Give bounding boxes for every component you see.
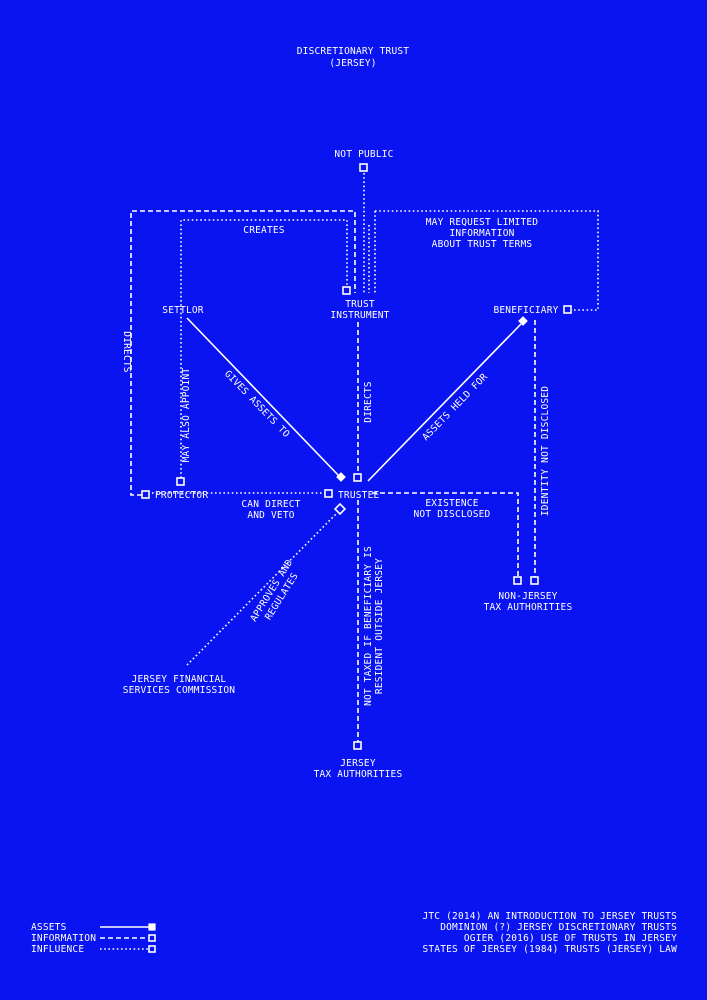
references: JTC (2014) AN INTRODUCTION TO JERSEY TRU… <box>422 911 677 955</box>
creates-label: CREATES <box>243 225 285 236</box>
non-jersey-tax-label-1: NON-JERSEY <box>498 591 557 602</box>
jersey-tax-label-1: JERSEY <box>340 758 376 769</box>
non-jersey-tax-label-2: TAX AUTHORITIES <box>484 602 573 613</box>
directs-center-label: DIRECTS <box>363 381 374 423</box>
legend-information-marker <box>148 934 156 942</box>
non-jersey-tax-marker-a <box>513 576 522 585</box>
existence-not-disclosed-label-2: NOT DISCLOSED <box>414 509 491 520</box>
trustee-assets-diamond <box>336 472 346 482</box>
existence-not-disclosed-label-1: EXISTENCE <box>425 498 478 509</box>
jfsc-label-1: JERSEY FINANCIAL <box>132 674 227 685</box>
trustee-marker <box>324 489 333 498</box>
directs-left-label: DIRECTS <box>121 331 132 373</box>
trustee-directs-marker <box>353 473 362 482</box>
reference-1: JTC (2014) AN INTRODUCTION TO JERSEY TRU… <box>422 911 677 922</box>
settlor-label: SETTLOR <box>162 305 204 316</box>
beneficiary-assets-diamond <box>518 316 528 326</box>
approves-regulates-link <box>186 513 337 666</box>
gives-assets-link <box>186 317 341 478</box>
legend-assets-marker <box>148 923 156 931</box>
beneficiary-marker <box>563 305 572 314</box>
trust-instrument-label-1: TRUST <box>345 299 375 310</box>
directs-left-link <box>130 210 356 496</box>
not-public-marker <box>359 163 368 172</box>
non-jersey-tax-marker-b <box>530 576 539 585</box>
can-direct-veto-label-1: CAN DIRECT <box>241 499 300 510</box>
may-request-label-2: INFORMATION <box>449 228 514 239</box>
not-public-label: NOT PUBLIC <box>334 149 393 160</box>
legend-influence-marker <box>148 945 156 953</box>
protector-may-appoint-marker <box>176 477 185 486</box>
creates-link <box>180 219 348 478</box>
not-taxed-label-1: NOT TAXED IF BENEFICIARY IS <box>363 546 374 706</box>
reference-4: STATES OF JERSEY (1984) TRUSTS (JERSEY) … <box>422 944 677 955</box>
legend: ASSETS INFORMATION INFLUENCE <box>31 922 156 955</box>
jersey-tax-marker <box>353 741 362 750</box>
existence-not-disclosed-link <box>372 492 519 577</box>
may-request-label-1: MAY REQUEST LIMITED <box>426 217 539 228</box>
reference-3: OGIER (2016) USE OF TRUSTS IN JERSEY <box>464 933 677 944</box>
assets-held-label: ASSETS HELD FOR <box>420 371 490 443</box>
legend-assets-label: ASSETS <box>31 922 67 933</box>
not-public-links <box>363 173 599 311</box>
jersey-tax-label-2: TAX AUTHORITIES <box>314 769 403 780</box>
gives-assets-label: GIVES ASSETS TO <box>222 369 292 441</box>
protector-label: PROTECTOR <box>155 490 208 501</box>
trust-instrument-label-2: INSTRUMENT <box>330 310 389 321</box>
protector-marker <box>141 490 150 499</box>
trust-instrument-marker <box>342 286 351 295</box>
diagram-title-line1: DISCRETIONARY TRUST <box>297 46 410 57</box>
trustee-label: TRUSTEE <box>338 490 380 501</box>
identity-not-disclosed-label: IDENTITY NOT DISCLOSED <box>540 386 551 516</box>
assets-held-link <box>367 323 522 482</box>
trustee-regulated-diamond <box>333 502 347 516</box>
beneficiary-label: BENEFICIARY <box>493 305 558 316</box>
can-direct-veto-label-2: AND VETO <box>247 510 294 521</box>
reference-2: DOMINION (?) JERSEY DISCRETIONARY TRUSTS <box>440 922 677 933</box>
legend-information-label: INFORMATION <box>31 933 96 944</box>
diagram-title-line2: (JERSEY) <box>329 58 376 69</box>
legend-influence-label: INFLUENCE <box>31 944 84 955</box>
jfsc-label-2: SERVICES COMMISSION <box>123 685 236 696</box>
may-request-label-3: ABOUT TRUST TERMS <box>432 239 533 250</box>
may-also-appoint-label: MAY ALSO APPOINT <box>181 368 192 463</box>
not-taxed-label-2: RESIDENT OUTSIDE JERSEY <box>374 558 385 694</box>
